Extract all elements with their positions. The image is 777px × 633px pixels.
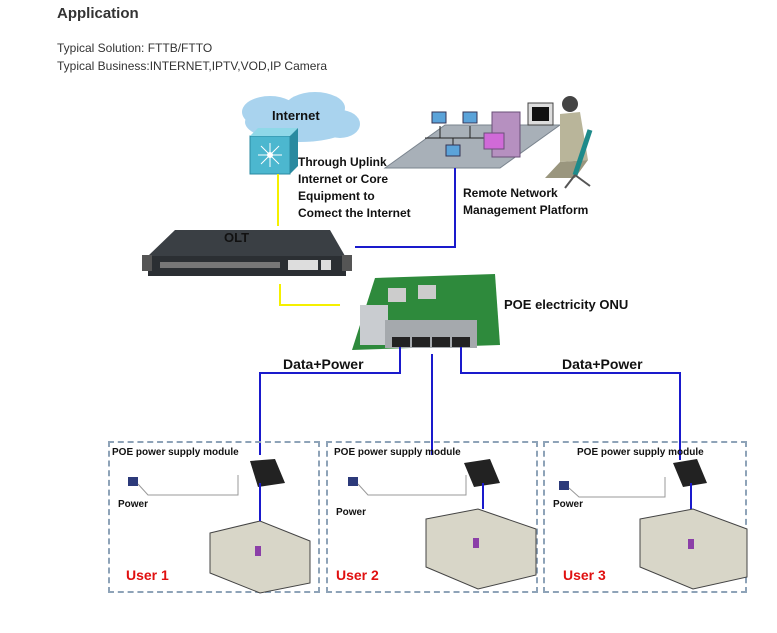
typical-solution: Typical Solution: FTTB/FTTO bbox=[57, 41, 213, 55]
user-1-illustration bbox=[128, 459, 311, 594]
poe-injector-icon bbox=[673, 459, 707, 487]
olt-device-icon bbox=[142, 230, 352, 276]
lan-platform-icon bbox=[383, 111, 562, 169]
remote-text-line: Management Platform bbox=[463, 203, 589, 217]
data-power-label-right: Data+Power bbox=[562, 356, 643, 372]
onu-label: POE electricity ONU bbox=[504, 297, 629, 312]
typical-business: Typical Business:INTERNET,IPTV,VOD,IP Ca… bbox=[57, 59, 328, 73]
data-power-label-left: Data+Power bbox=[283, 356, 364, 372]
internet-label: Internet bbox=[272, 108, 320, 123]
user-box-1: POE power supply module Power User 1 bbox=[108, 441, 320, 594]
poe-module-label: POE power supply module bbox=[577, 447, 704, 458]
user-box-2: POE power supply module Power User 2 bbox=[326, 441, 538, 593]
management-line bbox=[355, 168, 456, 248]
user-box-3: POE power supply module Power User 3 bbox=[543, 441, 748, 593]
user-label: User 3 bbox=[563, 567, 606, 583]
poe-module-label: POE power supply module bbox=[112, 447, 239, 458]
user-3-illustration bbox=[559, 459, 748, 590]
olt-label: OLT bbox=[224, 230, 250, 245]
user-label: User 2 bbox=[336, 567, 379, 583]
core-switch-icon bbox=[249, 128, 298, 175]
uplink-text-line: Through Uplink bbox=[298, 155, 387, 169]
user-2-illustration bbox=[348, 459, 537, 590]
power-label: Power bbox=[553, 499, 584, 510]
power-label: Power bbox=[336, 507, 367, 518]
power-label: Power bbox=[118, 499, 149, 510]
onu-board-icon bbox=[352, 274, 500, 350]
olt-onu-line bbox=[279, 284, 340, 306]
poe-injector-icon bbox=[250, 459, 285, 487]
uplink-text-line: Comect the Internet bbox=[298, 206, 411, 220]
line-user-1 bbox=[259, 347, 401, 455]
user-label: User 1 bbox=[126, 567, 169, 583]
operator-person-icon bbox=[527, 96, 593, 189]
poe-injector-icon bbox=[464, 459, 500, 487]
line-user-3 bbox=[460, 347, 681, 460]
poe-module-label: POE power supply module bbox=[334, 447, 461, 458]
page-title: Application bbox=[57, 5, 139, 22]
uplink-text-line: Equipment to bbox=[298, 189, 375, 203]
uplink-text-line: Internet or Core bbox=[298, 172, 389, 186]
remote-text-line: Remote Network bbox=[463, 186, 558, 200]
